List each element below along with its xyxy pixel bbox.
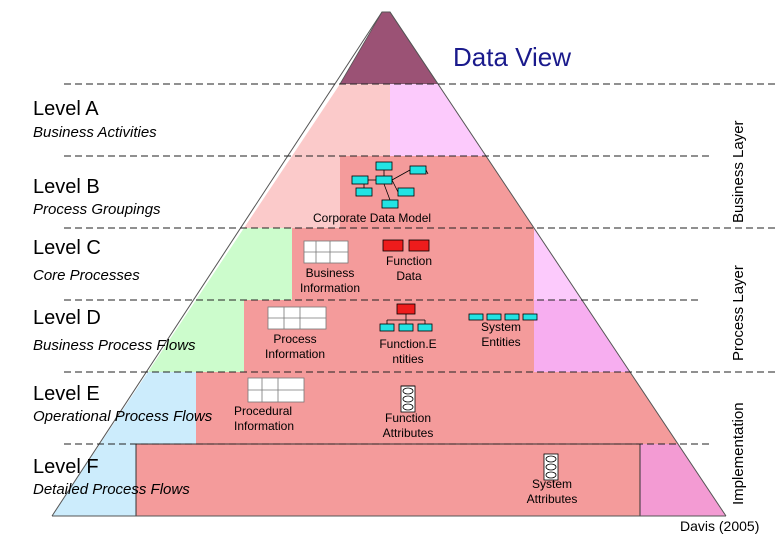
- band-level-c-red: [292, 228, 534, 300]
- function-attributes-icon: [400, 385, 416, 413]
- function-attributes-label: Function Attributes: [382, 411, 434, 440]
- level-c-name: Level C: [33, 237, 101, 259]
- system-attributes-icon: [543, 453, 559, 481]
- band-level-e-red: [196, 372, 678, 444]
- process-information-icon: [267, 306, 327, 330]
- level-f-name: Level F: [33, 456, 99, 478]
- pyramid-apex: [339, 11, 439, 85]
- band-level-f-magenta: [640, 444, 726, 516]
- business-information-icon: [303, 240, 349, 264]
- function-entities-label: Function.E ntities: [379, 337, 437, 366]
- system-attributes-label: System Attributes: [526, 477, 578, 506]
- procedural-information-icon: [247, 377, 305, 403]
- level-separators: [64, 83, 776, 445]
- level-e-name: Level E: [33, 383, 100, 405]
- level-d-name: Level D: [33, 307, 101, 329]
- band-level-b-center: [340, 156, 534, 228]
- citation: Davis (2005): [680, 518, 760, 534]
- system-entities-label: System Entities: [480, 320, 521, 349]
- implementation-layer-label: Implementation: [730, 402, 747, 505]
- band-level-f-blue: [52, 444, 136, 516]
- function-entities-icon: [379, 303, 433, 332]
- function-data-label: Function Data: [385, 254, 433, 283]
- level-a-desc: Business Activities: [33, 124, 157, 141]
- business-information-label: Business Information: [299, 266, 361, 295]
- band-level-d-magenta: [534, 300, 630, 372]
- business-layer-label: Business Layer: [730, 120, 747, 223]
- band-level-d-green: [148, 300, 244, 372]
- process-information-label: Process Information: [264, 332, 326, 361]
- level-a-name: Level A: [33, 98, 99, 120]
- diagram-title: Data View: [453, 42, 572, 72]
- band-level-e-blue: [100, 372, 196, 444]
- level-e-desc: Operational Process Flows: [33, 408, 213, 425]
- level-c-desc: Core Processes: [33, 267, 140, 284]
- level-b-name: Level B: [33, 176, 100, 198]
- pyramid-outline: [51, 11, 727, 517]
- band-level-a-right: [390, 84, 486, 156]
- function-data-icon: [382, 239, 430, 252]
- corporate-data-model-label: Corporate Data Model: [313, 211, 432, 225]
- level-f-desc: Detailed Process Flows: [33, 481, 190, 498]
- system-entities-icon: [468, 313, 538, 321]
- band-level-b-left: [244, 156, 340, 228]
- level-d-desc: Business Process Flows: [33, 337, 196, 354]
- band-level-a-left: [292, 84, 390, 156]
- band-level-c-green: [196, 228, 292, 300]
- process-layer-label: Process Layer: [730, 265, 747, 361]
- procedural-information-label: Procedural Information: [234, 404, 295, 433]
- level-b-desc: Process Groupings: [33, 201, 161, 218]
- band-level-f-red: [136, 444, 640, 516]
- corporate-data-model-icon: [351, 161, 429, 209]
